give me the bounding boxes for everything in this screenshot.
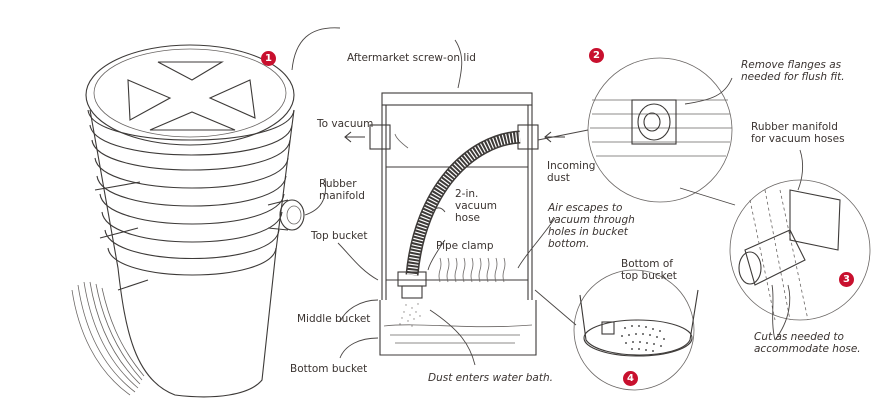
bucket-assembly-illustration bbox=[71, 44, 305, 398]
detail-2-manifold bbox=[631, 99, 677, 145]
bucket-handle bbox=[94, 181, 141, 191]
to-vacuum-arrow bbox=[344, 131, 365, 143]
callout-badge-4: 4 bbox=[623, 371, 638, 386]
lid-vent bbox=[149, 111, 236, 131]
label-bottom-of-top-bucket: Bottom of top bucket bbox=[621, 258, 677, 282]
label-lid: Aftermarket screw-on lid bbox=[347, 52, 476, 64]
label-middle-bucket: Middle bucket bbox=[297, 313, 371, 325]
section-lid bbox=[381, 92, 533, 106]
leader-lines bbox=[291, 27, 804, 366]
label-manifold-for-hoses: Rubber manifold for vacuum hoses bbox=[751, 121, 845, 145]
side-manifold bbox=[279, 199, 305, 231]
label-remove-flanges: Remove flanges as needed for flush fit. bbox=[741, 59, 845, 83]
label-top-bucket: Top bucket bbox=[311, 230, 368, 242]
bucket-body bbox=[89, 109, 295, 398]
vacuum-port bbox=[369, 124, 391, 150]
bucket-handle bbox=[99, 227, 139, 239]
callout-badge-3: 3 bbox=[839, 272, 854, 287]
falling-dust bbox=[399, 303, 421, 327]
label-dust-enters: Dust enters water bath. bbox=[428, 372, 553, 384]
cross-section-illustration bbox=[344, 92, 565, 356]
water-surface bbox=[383, 324, 533, 328]
label-incoming-dust: Incoming dust bbox=[547, 160, 596, 184]
lid-vent bbox=[127, 79, 172, 121]
lid-vent bbox=[208, 79, 256, 119]
label-to-vacuum: To vacuum bbox=[317, 118, 374, 130]
bottom-bucket-section bbox=[379, 300, 537, 356]
detail-3-manifold bbox=[738, 189, 841, 321]
lid-vent bbox=[157, 61, 224, 81]
label-cut-as-needed: Cut as needed to accommodate hose. bbox=[754, 331, 861, 355]
callout-badge-2: 2 bbox=[589, 48, 604, 63]
detail-2-ribs bbox=[590, 99, 732, 157]
bucket-handle bbox=[117, 279, 149, 291]
label-bottom-bucket: Bottom bucket bbox=[290, 363, 368, 375]
detail-circle-2 bbox=[587, 57, 733, 203]
detail-circle-3 bbox=[729, 179, 871, 321]
label-air-escapes: Air escapes to vacuum through holes in b… bbox=[548, 202, 635, 250]
escaping-air bbox=[438, 257, 506, 283]
bucket-shadow bbox=[71, 281, 145, 396]
callout-badge-1: 1 bbox=[261, 51, 276, 66]
detail-4-bucket-bottom bbox=[579, 289, 699, 357]
detail-circle-4 bbox=[573, 269, 695, 391]
bucket-ribs bbox=[87, 109, 295, 276]
label-vacuum-hose: 2-in. vacuum hose bbox=[455, 188, 497, 224]
label-pipe-clamp: Pipe clamp bbox=[436, 240, 494, 252]
lid-top bbox=[85, 44, 295, 146]
label-rubber-manifold: Rubber manifold bbox=[319, 178, 365, 202]
